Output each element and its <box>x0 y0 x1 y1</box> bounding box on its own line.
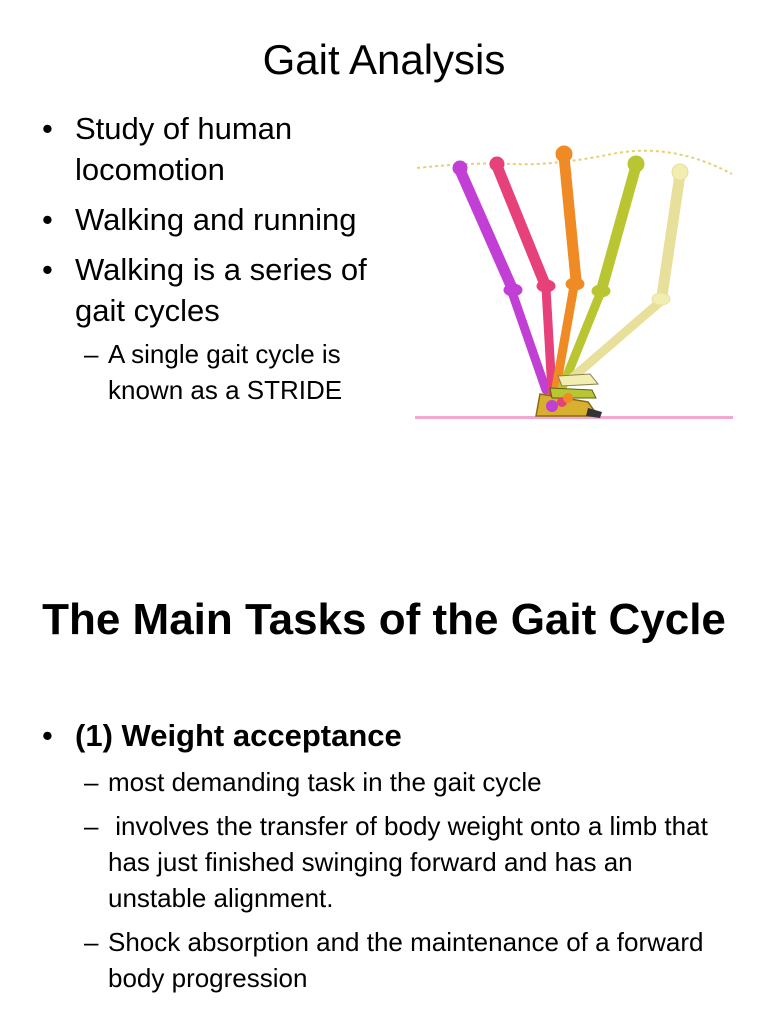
bullet-item: • Study of human locomotion <box>38 108 378 190</box>
sub-bullet-text: A single gait cycle is known as a STRIDE <box>108 339 343 405</box>
sub-bullet-text: involves the transfer of body weight ont… <box>108 811 716 913</box>
sub-bullet-item: – involves the transfer of body weight o… <box>38 808 738 916</box>
sub-bullet-item: – most demanding task in the gait cycle <box>38 764 738 800</box>
limb-skeleton-yellow-green <box>557 155 645 393</box>
slide-title: Gait Analysis <box>262 36 506 83</box>
slide-title: The Main Tasks of the Gait Cycle <box>42 595 726 644</box>
bullet-text: (1) Weight acceptance <box>75 718 402 753</box>
limb-skeleton-orange <box>551 145 585 393</box>
dash-marker: – <box>84 811 99 841</box>
hip-path-line <box>416 149 733 175</box>
ground-line <box>415 416 733 419</box>
limb-skeleton-pink <box>489 156 557 397</box>
bullet-marker: • <box>42 718 53 753</box>
bullet-marker: • <box>42 252 53 287</box>
slide-main-tasks: The Main Tasks of the Gait Cycle • (1) W… <box>0 512 768 1024</box>
bullet-text: Walking and running <box>75 202 357 237</box>
slide-gait-analysis: Gait Analysis • Study of human locomotio… <box>38 36 737 430</box>
limb-skeleton-pale-yellow <box>567 163 689 383</box>
bullet-item: • (1) Weight acceptance <box>38 716 738 756</box>
gait-leg-skeleton-illustration <box>412 140 737 430</box>
dash-marker: – <box>84 927 99 957</box>
sub-bullet-text: Shock absorption and the maintenance of … <box>108 927 704 993</box>
sub-bullet-item: – Shock absorption and the maintenance o… <box>38 924 738 996</box>
bullet-marker: • <box>42 111 53 146</box>
bullet-text: Walking is a series of gait cycles <box>75 252 367 328</box>
bullet-item: • Walking is a series of gait cycles <box>38 249 378 331</box>
sub-bullet-text: most demanding task in the gait cycle <box>108 767 542 797</box>
dash-marker: – <box>84 767 99 797</box>
limb-skeleton-magenta <box>452 160 551 395</box>
sub-bullet-item: – A single gait cycle is known as a STRI… <box>38 336 378 408</box>
bullet-marker: • <box>42 202 53 237</box>
dash-marker: – <box>84 339 99 369</box>
bullet-list: • (1) Weight acceptance – most demanding… <box>38 716 738 1004</box>
gait-leg-skeleton-icon <box>415 145 733 419</box>
bullet-list: • Study of human locomotion • Walking an… <box>38 108 378 408</box>
feet-cluster <box>535 373 602 418</box>
bullet-text: Study of human locomotion <box>75 111 293 187</box>
bullet-item: • Walking and running <box>38 199 378 240</box>
